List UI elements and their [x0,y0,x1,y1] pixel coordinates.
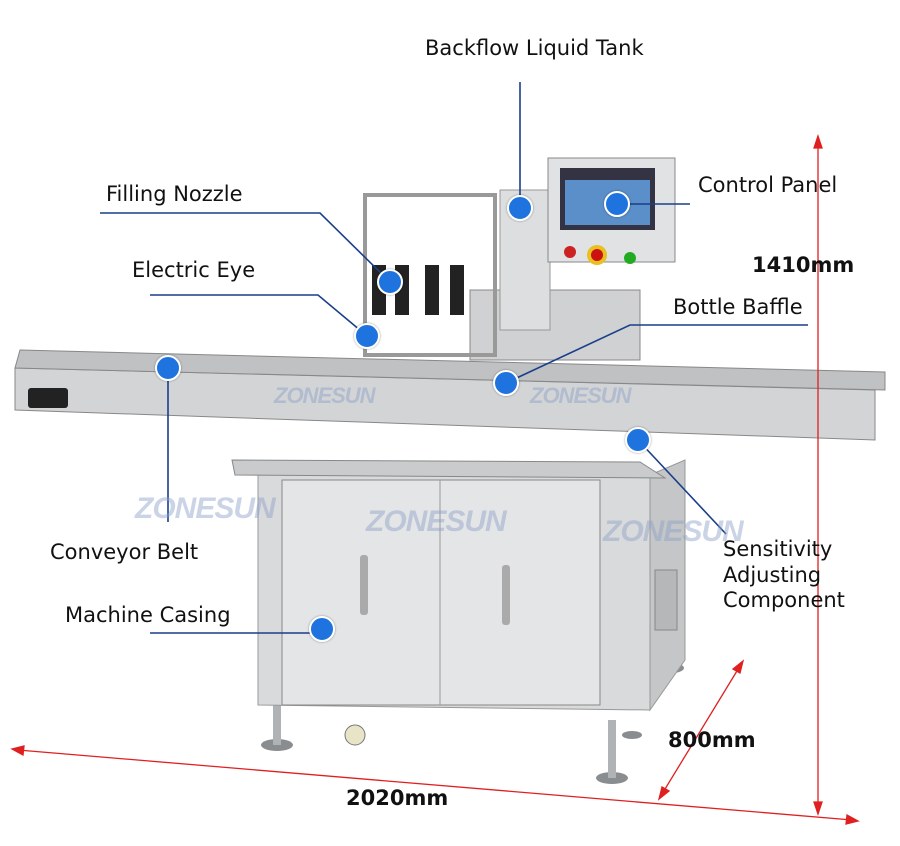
marker-filling-nozzle [377,269,403,295]
dimension-width: 800mm [668,728,756,752]
label-backflow-tank: Backflow Liquid Tank [425,36,644,60]
label-line: Component [723,588,845,613]
label-filling-nozzle: Filling Nozzle [106,182,243,206]
marker-sensitivity-component [625,427,651,453]
label-bottle-baffle: Bottle Baffle [673,295,803,319]
label-machine-casing: Machine Casing [65,603,231,627]
dimension-length: 2020mm [346,786,449,810]
dimension-height: 1410mm [752,253,855,277]
watermark: ZONESUN [366,505,507,538]
watermark: ZONESUN [603,515,744,548]
watermark: ZONESUN [135,492,276,525]
label-control-panel: Control Panel [698,173,838,197]
marker-machine-casing [309,616,335,642]
watermark: ZONESUN [530,383,632,408]
marker-electric-eye [354,323,380,349]
marker-bottle-baffle [493,370,519,396]
label-electric-eye: Electric Eye [132,258,256,282]
label-line: Adjusting [723,562,822,587]
marker-backflow-tank [507,195,533,221]
label-sensitivity-component: Sensitivity Adjusting Component [723,537,845,614]
label-line: Sensitivity [723,537,833,561]
label-conveyor-belt: Conveyor Belt [50,540,199,564]
marker-conveyor-belt [155,355,181,381]
marker-control-panel [604,191,630,217]
watermark: ZONESUN [274,383,376,408]
